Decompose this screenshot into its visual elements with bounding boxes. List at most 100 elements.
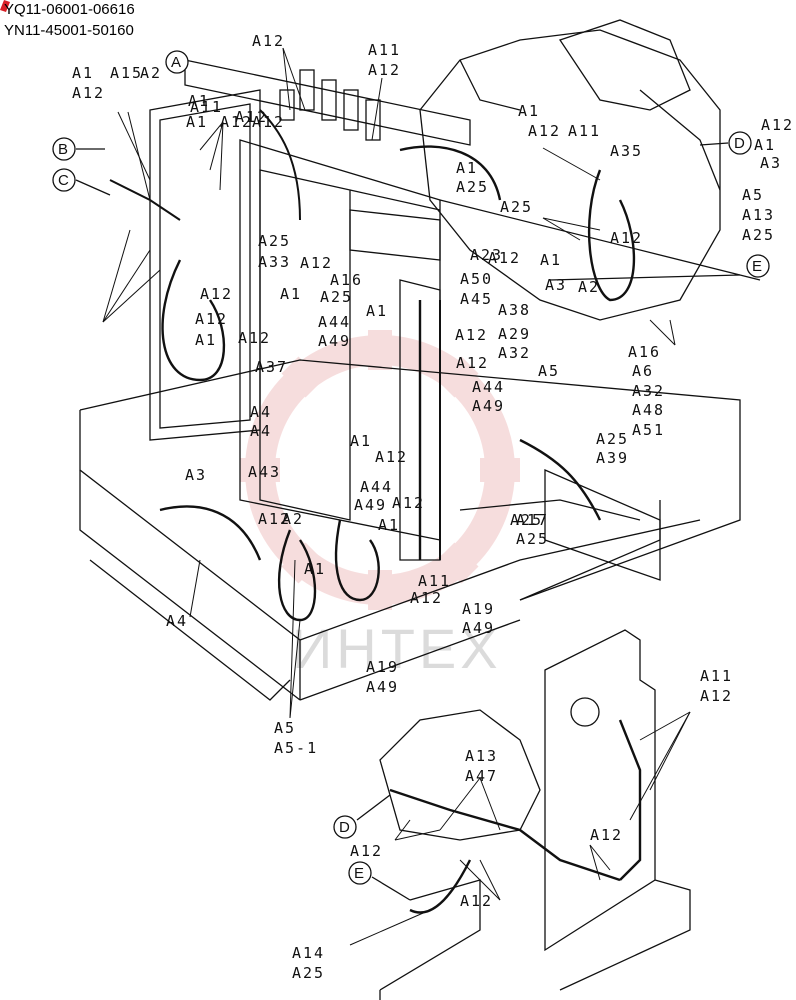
part-callout-label: A6	[632, 362, 654, 380]
part-callout-label: A12	[300, 254, 333, 272]
part-callout-label: A25	[292, 964, 325, 982]
part-callout-label: A16	[628, 343, 661, 361]
inset-detail-linework	[379, 629, 691, 1000]
part-callout-label: A11	[568, 122, 601, 140]
svg-text:C: C	[58, 172, 69, 189]
machine-frame-linework	[79, 19, 761, 701]
part-callout-label: A1	[518, 102, 540, 120]
part-callout-label: A1	[195, 331, 217, 349]
part-callout-label: A25	[500, 198, 533, 216]
part-callout-label: A49	[318, 332, 351, 350]
part-callout-label: A3	[760, 154, 782, 172]
part-callout-label: A44	[360, 478, 393, 496]
part-callout-label: A11	[418, 572, 451, 590]
part-callout-label: A2	[140, 64, 162, 82]
part-callout-label: A12	[410, 589, 443, 607]
part-callout-label: A32	[498, 344, 531, 362]
part-callout-label: A16	[330, 271, 363, 289]
part-callout-label: A49	[472, 397, 505, 415]
part-callout-label: A37	[255, 358, 288, 376]
part-callout-label: A12	[590, 826, 623, 844]
ref-marker-d-inset: D	[333, 794, 391, 839]
part-callout-label: A12	[700, 687, 733, 705]
part-callout-label: A12	[238, 329, 271, 347]
part-callout-label: A11	[700, 667, 733, 685]
leader-lines	[102, 47, 691, 946]
part-callout-label: A51	[632, 421, 665, 439]
part-callout-label: A12	[252, 113, 285, 131]
part-callout-label: A38	[498, 301, 531, 319]
part-callout-label: A44	[318, 313, 351, 331]
part-callout-label: A12	[392, 494, 425, 512]
ref-marker-c: C	[52, 168, 111, 196]
part-callout-label: A14	[292, 944, 325, 962]
ref-marker-a: A	[165, 50, 189, 74]
part-callout-label: A44	[472, 378, 505, 396]
part-callout-label: A48	[632, 401, 665, 419]
part-callout-label: A13	[465, 747, 498, 765]
part-callout-label: A1	[540, 251, 562, 269]
part-callout-label: A43	[248, 463, 281, 481]
part-callout-label: A33	[258, 253, 291, 271]
svg-text:B: B	[58, 141, 68, 158]
part-callout-label: A12	[460, 892, 493, 910]
part-callout-label: A12	[195, 310, 228, 328]
part-callout-label: A4	[250, 403, 272, 421]
part-callout-label: A1	[72, 64, 94, 82]
part-callout-label: A1	[280, 285, 302, 303]
part-callout-label: A12	[350, 842, 383, 860]
part-callout-label: A50	[460, 270, 493, 288]
part-callout-label: A32	[632, 382, 665, 400]
part-callout-label: A45	[460, 290, 493, 308]
watermark-text: ИНТЕХ	[292, 617, 502, 680]
part-callout-label: A11	[368, 41, 401, 59]
part-callout-label: A49	[366, 678, 399, 696]
svg-text:E: E	[752, 258, 762, 275]
part-callout-label: A12	[488, 249, 521, 267]
part-callout-label: A17	[516, 511, 549, 529]
serial-range-1: YQ11-06001-06616	[4, 1, 135, 18]
part-callout-label: A25	[510, 511, 543, 529]
corner-flag-icon	[0, 0, 10, 12]
part-callout-label: A35	[610, 142, 643, 160]
part-callout-label: A25	[258, 232, 291, 250]
part-callout-label: A12	[220, 113, 253, 131]
part-callout-label: A5	[538, 362, 560, 380]
part-callout-label: A13	[742, 206, 775, 224]
part-callout-label: A3	[545, 276, 567, 294]
part-callout-label: A25	[596, 430, 629, 448]
part-callout-label: A4	[250, 422, 272, 440]
part-callout-label: A5	[274, 719, 296, 737]
part-callout-label: A5	[742, 186, 764, 204]
part-callout-label: A25	[516, 530, 549, 548]
part-callout-label: A19	[366, 658, 399, 676]
part-callout-label: A12	[761, 116, 794, 134]
part-callout-label: A1	[350, 432, 372, 450]
part-callout-label: A3	[185, 466, 207, 484]
part-callout-label: A1	[366, 302, 388, 320]
part-callout-label: A2	[578, 278, 600, 296]
part-callout-label: A23	[470, 246, 503, 264]
part-callout-label: A12	[528, 122, 561, 140]
part-callout-label: A11	[190, 98, 223, 116]
part-callout-label: A12	[235, 108, 268, 126]
ref-marker-e-upper: E	[746, 254, 770, 278]
part-callout-label: A25	[320, 288, 353, 306]
part-callout-label: A12	[455, 326, 488, 344]
part-callout-label: A5-1	[274, 739, 318, 757]
reference-markers: A B C D E D	[52, 50, 770, 901]
svg-text:E: E	[354, 865, 364, 882]
part-callout-label: A1	[188, 92, 210, 110]
part-callout-label: A12	[200, 285, 233, 303]
part-callout-label: A1	[754, 136, 776, 154]
part-callout-label: A15	[110, 64, 143, 82]
part-callout-label: A25	[456, 178, 489, 196]
part-callout-label: A12	[252, 32, 285, 50]
part-callout-label: A12	[610, 229, 643, 247]
svg-text:D: D	[339, 819, 350, 836]
serial-range-2: YN11-45001-50160	[4, 22, 134, 39]
part-callout-label: A2	[282, 510, 304, 528]
ref-marker-d-upper: D	[699, 131, 752, 155]
